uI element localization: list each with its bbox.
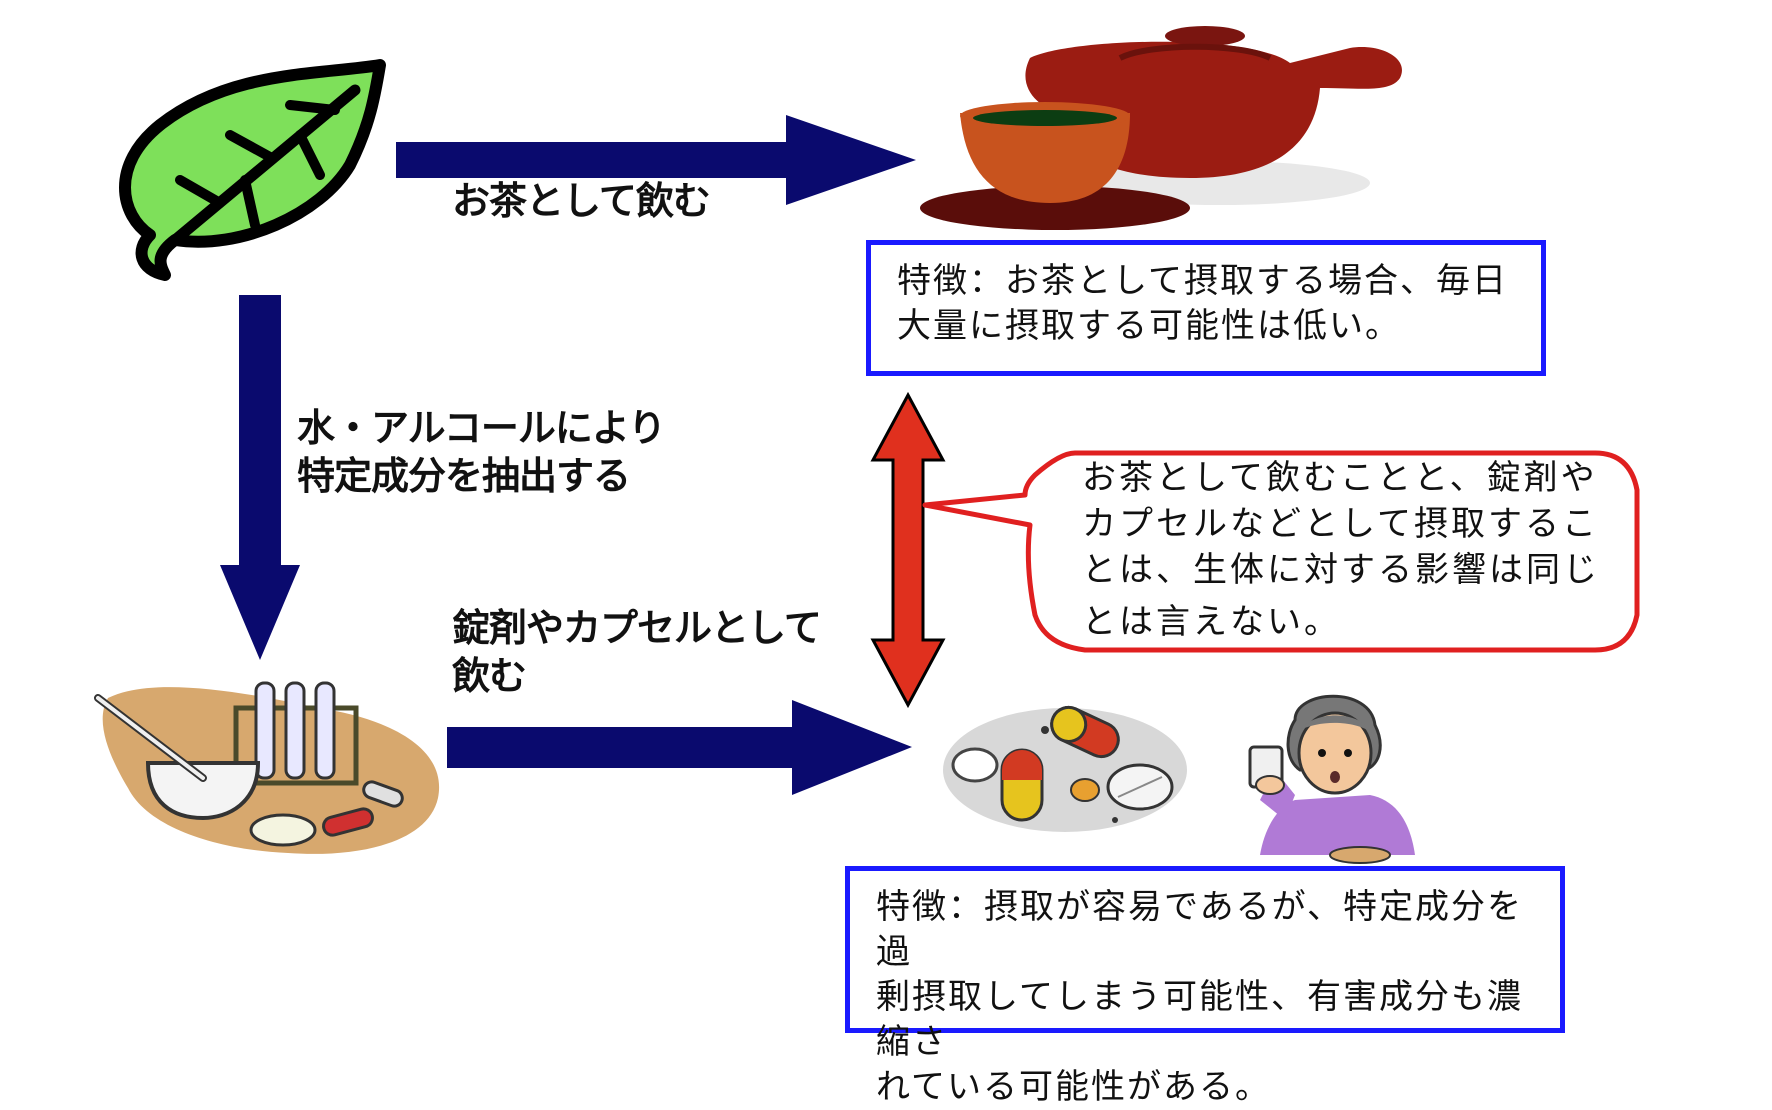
leaf-icon [119,59,386,281]
lab-equipment-icon [94,681,440,854]
comparison-double-arrow [870,391,946,709]
label-drink-as-tea: お茶として飲む [452,179,711,223]
arrow-to-supplement [447,700,912,795]
bubble-line4: とは言えない。 [1082,602,1341,642]
arrow-to-extract [220,295,300,660]
tea-box-line1: 特徴：お茶として摂取する場合、毎日 [897,261,1508,301]
supplement-box-line3: れている可能性がある。 [876,1067,1271,1107]
label-extract-line1: 水・アルコールにより [297,406,666,450]
speech-bubble-shape [922,450,1640,653]
label-tablet-line1: 錠剤やカプセルとして [452,606,822,650]
arrow-to-tea [396,115,916,205]
teapot-icon [920,26,1402,230]
bubble-line2: カプセルなどとして摂取するこ [1082,504,1599,544]
supplement-feature-box: 特徴：摂取が容易であるが、特定成分を過 剰摂取してしまう可能性、有害成分も濃縮さ… [845,866,1565,1107]
label-extract-line2: 特定成分を抽出する [297,454,631,498]
pills-icon [943,705,1187,832]
tea-feature-box: 特徴：お茶として摂取する場合、毎日 大量に摂取する可能性は低い。 [866,240,1546,376]
speech-bubble-text: お茶として飲むことと、錠剤や カプセルなどとして摂取するこ とは、生体に対する影… [1082,455,1600,645]
supplement-box-line2: 剰摂取してしまう可能性、有害成分も濃縮さ [876,977,1523,1062]
supplement-box-line1: 特徴：摂取が容易であるが、特定成分を過 [876,887,1523,972]
bubble-line3: とは、生体に対する影響は同じ [1082,550,1600,590]
label-tablet-line2: 飲む [452,654,527,698]
bubble-line1: お茶として飲むことと、錠剤や [1082,458,1598,498]
elderly-woman-icon [1248,694,1415,864]
tea-box-line2: 大量に摂取する可能性は低い。 [897,306,1401,346]
